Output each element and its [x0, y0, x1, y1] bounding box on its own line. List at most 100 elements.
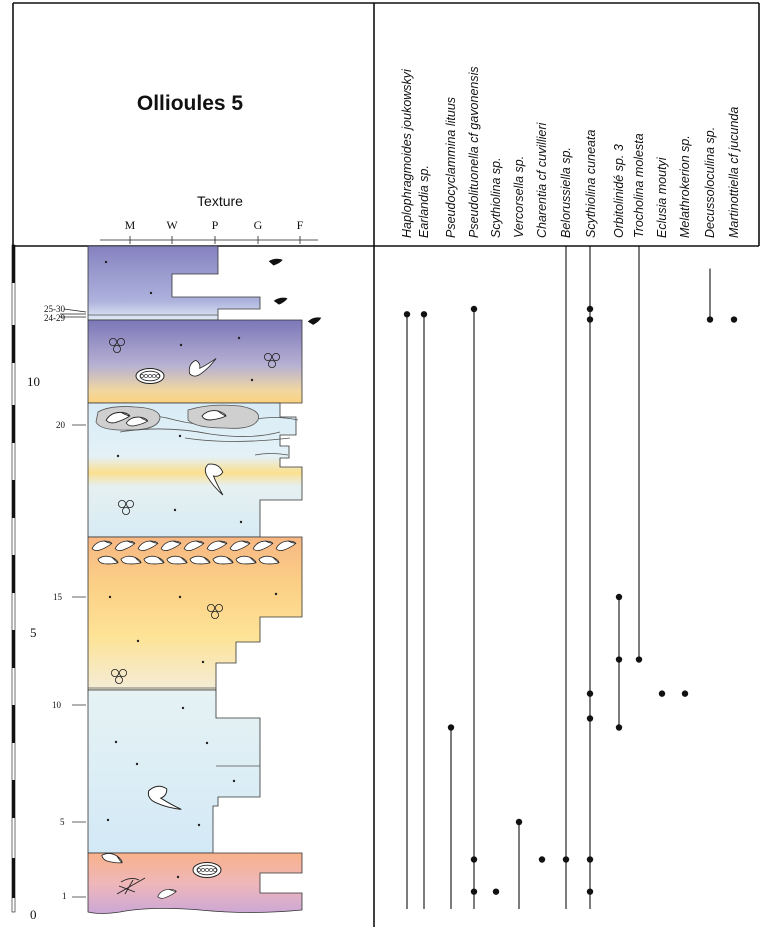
- gastropod-symbol: [204, 463, 224, 496]
- species-range: [538, 856, 546, 863]
- oncoid-symbol: [135, 368, 165, 384]
- grain-dot: [179, 343, 183, 347]
- bioclast-symbol: [201, 410, 227, 421]
- occurrence-dot: [492, 888, 500, 895]
- texture-class-w: W: [166, 218, 178, 232]
- intraclast-symbol: [307, 317, 322, 325]
- species-header: Scythiolina sp.: [489, 157, 503, 238]
- occurrence-dot: [586, 888, 594, 895]
- bed-blue-wackestone: [87, 689, 261, 854]
- bioclast-symbol: [258, 555, 280, 565]
- bioclast-symbol: [275, 540, 297, 551]
- grain-dot: [108, 595, 112, 599]
- bioclast-symbol: [97, 555, 119, 565]
- bioclast-symbol: [183, 540, 205, 551]
- species-header: Martinottiella cf jucunda: [727, 107, 741, 238]
- bioclast-symbol: [189, 555, 211, 565]
- bioclast-symbol: [229, 540, 251, 551]
- grain-dot: [232, 779, 236, 783]
- species-range: [586, 246, 594, 909]
- species-header: Trocholina molesta: [632, 133, 646, 238]
- sample-label-20: 20: [56, 420, 66, 430]
- species-range: [403, 311, 411, 909]
- grain-dot: [274, 592, 278, 596]
- gastropod-symbol: [188, 358, 217, 377]
- peloid-cluster-symbol: [111, 669, 128, 685]
- occurrence-dot: [635, 656, 643, 663]
- species-range: [658, 690, 666, 697]
- species-range: [562, 246, 570, 909]
- bioclast-symbol: [252, 540, 274, 551]
- grain-dot: [114, 740, 118, 744]
- peloid-cluster-symbol: [263, 352, 280, 368]
- species-header: Haplophragmoides joukowskyi: [400, 68, 414, 238]
- sample-label-1: 1: [62, 891, 67, 901]
- occurrence-dot: [586, 715, 594, 722]
- peloid-cluster-symbol: [118, 499, 135, 515]
- scale-bar: 0 5 10: [11, 244, 40, 922]
- species-header: Belorussiella sp.: [559, 147, 573, 238]
- grain-dot: [201, 660, 205, 664]
- occurrence-dot: [447, 724, 455, 731]
- peloid-cluster-symbol: [206, 604, 223, 620]
- species-header: Melathrokerion sp.: [678, 135, 692, 238]
- species-range: [681, 690, 689, 697]
- texture-label: Texture: [197, 193, 243, 209]
- bioclast-symbol: [125, 416, 149, 427]
- sample-label-25-30: 25-30: [44, 304, 65, 314]
- bioclast-symbol: [105, 411, 131, 424]
- sample-label-24-29: 24-29: [44, 313, 65, 323]
- grain-dot: [239, 520, 243, 524]
- occurrence-dot: [470, 888, 478, 895]
- species-range: [730, 316, 738, 323]
- grain-dot: [149, 291, 153, 295]
- occurrence-dot: [706, 316, 714, 323]
- grain-dot: [135, 762, 139, 766]
- scale-label-5: 5: [30, 625, 37, 640]
- bioclast-symbol: [235, 555, 257, 565]
- species-header: Charentia cf cuvillieri: [535, 121, 549, 238]
- occurrence-dot: [615, 593, 623, 601]
- texture-axis: M W P G F: [100, 218, 318, 244]
- bioclast-symbol: [143, 555, 165, 565]
- coral-symbol: [116, 877, 146, 895]
- species-header: Orbitolinidé sp. 3: [612, 144, 626, 238]
- texture-class-f: F: [297, 218, 304, 232]
- species-range: [492, 888, 500, 895]
- occurrence-dot: [681, 690, 689, 697]
- peloid-cluster-symbol: [109, 337, 126, 353]
- occurrence-dot: [615, 724, 623, 731]
- occurrence-dot: [586, 316, 594, 323]
- bioclast-symbol: [120, 555, 142, 565]
- grain-dot: [104, 260, 108, 264]
- bioclast-symbol: [166, 555, 188, 565]
- occurrence-dot: [515, 818, 523, 826]
- grain-dot: [181, 706, 185, 710]
- sample-label-10: 10: [52, 700, 62, 710]
- occurrence-dot: [562, 856, 570, 863]
- species-headers: Haplophragmoides joukowskyi Earlandia sp…: [400, 66, 741, 238]
- sample-markers: [60, 308, 87, 898]
- occurrence-dot: [470, 856, 478, 863]
- grain-dot: [173, 508, 177, 512]
- occurrence-dot: [586, 305, 594, 313]
- texture-class-p: P: [212, 218, 219, 232]
- species-header: Decussoloculina sp.: [703, 127, 717, 238]
- species-range: [470, 305, 478, 909]
- grain-dot: [250, 378, 254, 382]
- species-header: Earlandia sp.: [417, 165, 431, 238]
- intraclast-symbol: [273, 297, 288, 305]
- species-header: Pseudocyclammina lituus: [444, 97, 458, 238]
- occurrence-dot: [538, 856, 546, 863]
- scale-label-0: 0: [30, 907, 37, 922]
- species-header: Eclusia moutyi: [655, 156, 669, 238]
- grain-dot: [237, 336, 241, 340]
- occurrence-dot: [470, 305, 478, 313]
- bioclast-symbol: [101, 853, 123, 864]
- grain-dot: [176, 875, 180, 879]
- species-ranges: [403, 246, 738, 909]
- species-header: Scythiolina cuneata: [584, 130, 598, 238]
- section-title: Ollioules 5: [137, 92, 244, 115]
